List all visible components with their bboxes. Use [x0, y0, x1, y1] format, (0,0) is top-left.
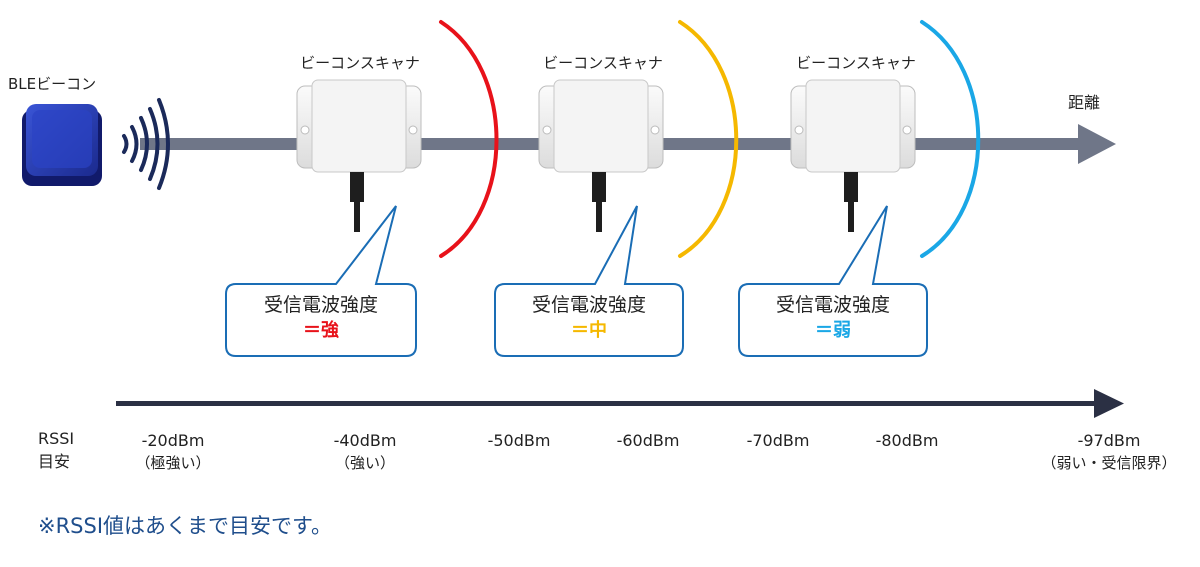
rssi-tick-value: -50dBm [487, 431, 551, 450]
rssi-tick-note: （弱い・受信限界） [1041, 454, 1177, 472]
footnote: ※RSSI値はあくまで目安です。 [38, 514, 332, 538]
rssi-tick-value: -80dBm [875, 431, 939, 450]
signal-callout-text-1: 受信電波強度 ＝強 [221, 292, 421, 344]
scanner-label-2: ビーコンスキャナ [543, 54, 663, 72]
rssi-axis-arrowhead [1094, 389, 1124, 418]
signal-level-weak: ＝弱 [815, 320, 851, 341]
signal-callout-bubble-3 [738, 205, 928, 357]
rssi-tick-4: -60dBm [617, 430, 680, 452]
rssi-heading-line2: 目安 [38, 452, 71, 471]
scanner-device-2 [538, 79, 664, 232]
signal-callout-title: 受信電波強度 [775, 294, 890, 316]
rssi-tick-1: -20dBm （極強い） [135, 430, 210, 474]
signal-range-arc-weak [920, 20, 981, 258]
rssi-tick-2: -40dBm （強い） [334, 430, 397, 474]
signal-callout-bubble-1 [225, 205, 417, 357]
signal-callout-title: 受信電波強度 [531, 294, 646, 316]
rssi-tick-7: -97dBm （弱い・受信限界） [1041, 430, 1176, 474]
rssi-tick-value: -20dBm [141, 431, 205, 450]
rssi-heading: RSSI 目安 [38, 427, 74, 473]
rssi-tick-note: （極強い） [135, 454, 211, 472]
beacon-label: BLEビーコン [8, 75, 97, 93]
rssi-tick-6: -80dBm [876, 430, 939, 452]
rssi-heading-line1: RSSI [38, 429, 75, 448]
rssi-tick-3: -50dBm [488, 430, 551, 452]
signal-callout-bubble-2 [494, 205, 684, 357]
ble-beacon-icon [22, 104, 102, 186]
rssi-tick-value: -70dBm [746, 431, 810, 450]
signal-waves-icon [122, 98, 170, 190]
rssi-tick-value: -40dBm [333, 431, 397, 450]
rssi-tick-5: -70dBm [747, 430, 810, 452]
signal-range-arc-medium [678, 20, 739, 258]
distance-axis-arrowhead [1078, 124, 1116, 164]
rssi-tick-value: -60dBm [616, 431, 680, 450]
rssi-tick-note: （強い） [334, 454, 396, 472]
rssi-tick-value: -97dBm [1077, 431, 1141, 450]
signal-range-arc-strong [439, 20, 499, 258]
scanner-label-3: ビーコンスキャナ [796, 54, 916, 72]
scanner-device-1 [296, 79, 422, 232]
rssi-axis-line [116, 401, 1100, 406]
signal-callout-text-3: 受信電波強度 ＝弱 [733, 292, 933, 344]
scanner-label-1: ビーコンスキャナ [300, 54, 420, 72]
distance-axis-label: 距離 [1068, 93, 1101, 112]
signal-callout-title: 受信電波強度 [263, 294, 378, 316]
scanner-device-3 [790, 79, 916, 232]
signal-callout-text-2: 受信電波強度 ＝中 [489, 292, 689, 344]
signal-level-strong: ＝強 [303, 320, 339, 341]
signal-level-medium: ＝中 [571, 320, 607, 341]
